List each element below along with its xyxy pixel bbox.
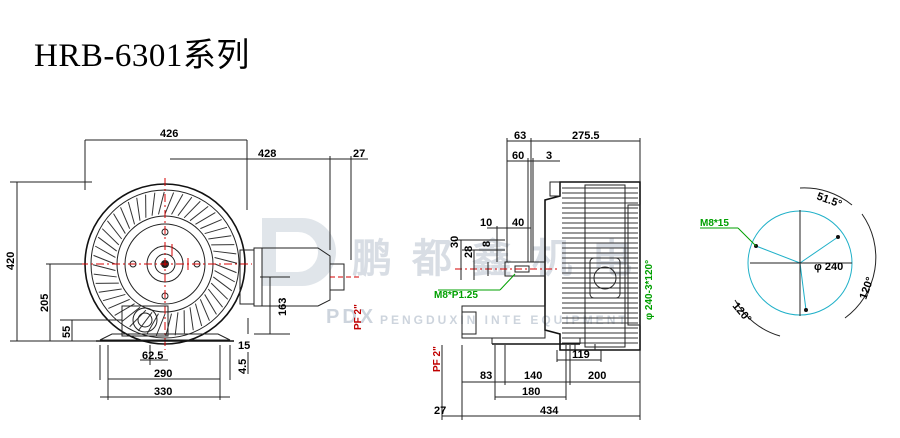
dim-side-275-5: 275.5 xyxy=(572,130,600,142)
dim-front-426: 426 xyxy=(160,128,178,140)
dim-front-205: 205 xyxy=(39,294,51,312)
dim-side-40: 40 xyxy=(512,217,524,229)
watermark-logo-letters: PDX xyxy=(326,306,376,328)
dim-flange-120b: 120° xyxy=(730,300,754,325)
dim-side-8: 8 xyxy=(481,241,493,247)
dim-front-428: 428 xyxy=(258,148,276,160)
dim-side-28: 28 xyxy=(463,246,475,258)
dim-front-330: 330 xyxy=(154,386,172,398)
dim-side-200: 200 xyxy=(588,370,606,382)
dim-flange-51-5: 51.5° xyxy=(815,191,843,211)
front-view: 426 428 27 420 205 55 163 15 4.5 62.5 29… xyxy=(5,128,368,400)
dim-side-30: 30 xyxy=(449,236,461,248)
dim-flange-120a: 120° xyxy=(858,276,877,301)
dim-side-10: 10 xyxy=(480,217,492,229)
dim-flange-240: φ 240 xyxy=(814,261,843,273)
dim-front-62-5: 62.5 xyxy=(142,350,163,362)
dim-front-27: 27 xyxy=(353,148,365,160)
side-view-dimension-lines xyxy=(442,140,640,417)
dim-side-60: 60 xyxy=(512,150,524,162)
dim-side-119: 119 xyxy=(572,349,590,361)
dim-front-290: 290 xyxy=(154,368,172,380)
front-view-dimension-lines xyxy=(16,139,368,398)
dim-side-3: 3 xyxy=(546,150,552,162)
dim-side-140: 140 xyxy=(524,370,542,382)
dim-side-434: 434 xyxy=(540,405,559,417)
dim-front-15: 15 xyxy=(238,340,250,352)
dim-side-27: 27 xyxy=(434,405,446,417)
dim-side-m8: M8*P1.25 xyxy=(434,290,478,301)
dim-front-420: 420 xyxy=(5,252,17,270)
dim-side-180: 180 xyxy=(522,386,540,398)
dim-front-4-5: 4.5 xyxy=(237,359,249,374)
front-view-extension-lines xyxy=(10,140,352,400)
dim-front-pf2: PF 2" xyxy=(353,304,364,330)
dim-side-63: 63 xyxy=(514,130,526,142)
watermark-logo: PDX xyxy=(262,218,376,328)
flange-view: 51.5° M8*15 φ 240 120° 120° xyxy=(700,187,877,337)
side-view: 63 275.5 60 3 10 40 30 28 8 M8*P1.25 φ 2… xyxy=(432,130,655,420)
dim-side-83: 83 xyxy=(480,370,492,382)
dim-front-55: 55 xyxy=(61,326,73,338)
dim-flange-m8x15: M8*15 xyxy=(700,218,729,229)
front-view-blower-body xyxy=(80,178,360,350)
dim-side-pf2: PF 2" xyxy=(432,346,443,372)
side-view-m8-leader xyxy=(438,273,516,291)
dim-side-flange: φ 240-3*120° xyxy=(644,260,655,320)
page-title: HRB-6301系列 xyxy=(34,38,250,74)
side-view-blower-body xyxy=(455,181,641,351)
dim-front-163: 163 xyxy=(277,298,289,316)
watermark-en-text: PENGDUXIN INTE EQUIPMENT xyxy=(380,313,629,327)
